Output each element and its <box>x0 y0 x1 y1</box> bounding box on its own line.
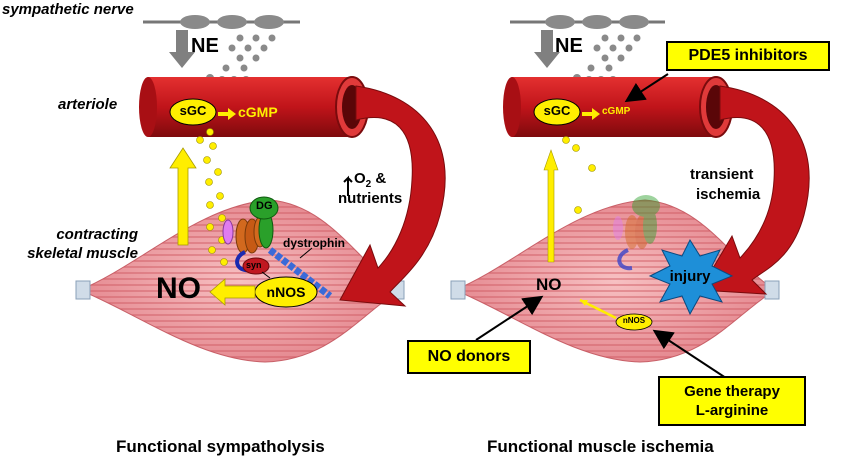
sgc-to-cgmp-arrow-right <box>582 108 600 120</box>
syn-label: syn <box>246 260 262 270</box>
dystrophin-glycoprotein-complex-left <box>222 196 279 279</box>
disrupted-syntrophin-right <box>617 248 633 271</box>
contracting-label: contracting <box>56 226 138 243</box>
nnos-label-right: nNOS <box>622 316 646 325</box>
cgmp-label-left: cGMP <box>238 104 278 120</box>
sympathetic-nerve-left <box>143 15 300 29</box>
sympathetic-nerve-right <box>510 15 665 29</box>
skeletal-muscle-left <box>75 199 405 363</box>
no-label-left: NO <box>156 272 201 305</box>
ne-release-arrow-left <box>169 30 195 68</box>
no-to-sgc-arrow-left <box>169 147 197 246</box>
pde5-inhibitors-text: PDE5 inhibitors <box>688 47 808 64</box>
no-to-sgc-arrow-right <box>543 149 559 263</box>
sympathetic-nerve-label: sympathetic nerve <box>2 1 134 18</box>
o2-increase-arrow <box>343 175 353 196</box>
gene-therapy-box: Gene therapy L-arginine <box>658 376 806 426</box>
o2-subscript: 2 <box>365 179 372 190</box>
no-label-right: NO <box>536 275 562 294</box>
blood-flow-arrow-right <box>699 85 810 295</box>
injury-label: injury <box>669 268 711 285</box>
no-dots-right <box>562 136 596 214</box>
l-arginine-text: L-arginine <box>695 402 769 419</box>
nnos-label-left: nNOS <box>266 284 306 300</box>
gene-therapy-text: Gene therapy <box>684 383 780 400</box>
skeletal-muscle-right <box>450 199 780 363</box>
arteriole-label: arteriole <box>58 96 118 113</box>
pde5-pointer-arrow <box>624 73 669 103</box>
o2-ampersand: & <box>371 170 387 187</box>
dystrophin-pointer-left <box>299 247 313 259</box>
sgc-label-right: sGC <box>543 103 571 118</box>
no-dots-left <box>196 128 228 266</box>
gene-therapy-pointer-arrow <box>652 329 733 383</box>
nutrients-label: nutrients <box>338 190 403 207</box>
o2-label: O2 & <box>354 170 386 190</box>
injury-starburst <box>648 238 734 316</box>
sgc-to-cgmp-arrow-left <box>218 108 236 120</box>
nnos-to-no-arrow-left <box>209 278 256 306</box>
ne-label-right: NE <box>555 35 583 57</box>
sgc-enzyme-right <box>533 98 581 126</box>
transient-label: transient <box>690 166 754 183</box>
o2-letter: O <box>354 170 366 187</box>
dystrophin-band-left <box>267 247 333 299</box>
blood-flow-arrow-left <box>339 85 446 307</box>
right-panel <box>450 15 810 383</box>
nnos-enzyme-right <box>615 313 653 331</box>
caption-functional-sympatholysis: Functional sympatholysis <box>116 437 325 456</box>
no-donors-pointer-arrow <box>475 295 544 341</box>
sgc-label-left: sGC <box>179 103 207 118</box>
pde5-inhibitors-box: PDE5 inhibitors <box>666 41 830 71</box>
ne-label-left: NE <box>191 35 219 57</box>
ne-dots-right <box>573 34 641 84</box>
cgmp-label-right: cGMP <box>602 106 631 117</box>
ne-release-arrow-right <box>534 30 560 68</box>
dg-label: DG <box>256 200 273 212</box>
disrupted-complex-right <box>613 195 660 249</box>
sgc-enzyme-left <box>169 98 217 126</box>
no-donors-text: NO donors <box>427 348 511 365</box>
ischemia-label: ischemia <box>696 186 761 203</box>
no-donors-box: NO donors <box>407 340 531 374</box>
caption-functional-muscle-ischemia: Functional muscle ischemia <box>487 437 714 456</box>
left-panel <box>75 15 446 363</box>
dystrophin-label: dystrophin <box>283 236 345 250</box>
skeletal-muscle-label: skeletal muscle <box>27 245 138 262</box>
